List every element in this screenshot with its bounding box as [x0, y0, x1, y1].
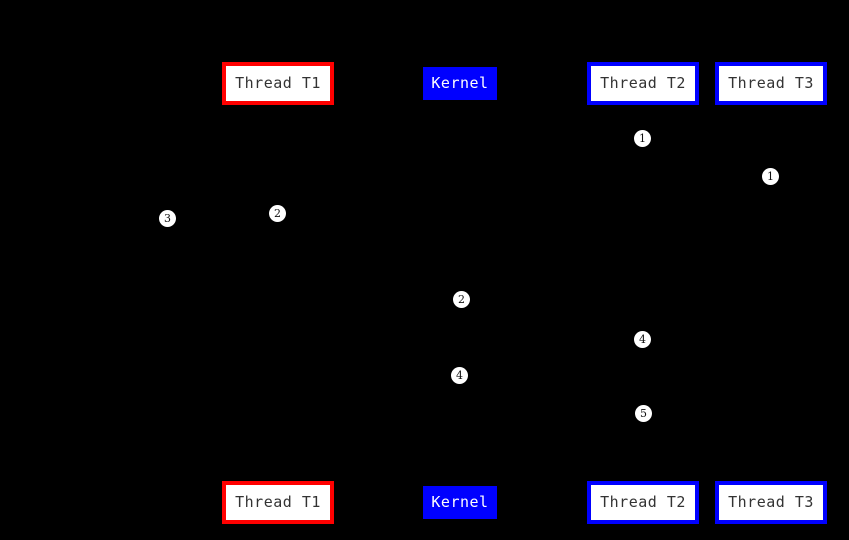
participant-footer-thread-t2[interactable]: Thread T2	[587, 481, 699, 524]
activation-thread-t3-a	[767, 166, 775, 206]
participant-label-thread-t1-footer: Thread T1	[235, 493, 321, 511]
activation-thread-t2-b	[639, 329, 647, 425]
step-badge: 1	[762, 168, 779, 185]
step-badge: 5	[635, 405, 652, 422]
message-kernel-to-t1-4	[460, 375, 640, 376]
lifeline-nub-kernel-top	[459, 100, 462, 105]
participant-footer-thread-t3[interactable]: Thread T3	[715, 481, 827, 524]
lifeline-nub-thread-t2-bottom	[642, 476, 645, 481]
message-t3-self-1	[771, 173, 802, 179]
message-t2-self-4	[643, 336, 674, 342]
message-t1-self-2	[278, 210, 309, 216]
activation-thread-t2-a	[639, 128, 647, 188]
activation-kernel-a	[456, 289, 464, 385]
message-t1-to-kernel-2	[278, 296, 459, 302]
message-t2-self-1	[643, 135, 674, 141]
participant-header-kernel[interactable]: Kernel	[423, 67, 497, 100]
step-badge: 2	[453, 291, 470, 308]
participant-label-kernel-footer: Kernel	[431, 493, 489, 511]
participant-label-thread-t3: Thread T3	[728, 74, 814, 92]
participant-footer-thread-t1[interactable]: Thread T1	[222, 481, 334, 524]
lifeline-thread-t2	[643, 110, 644, 481]
participant-label-thread-t2: Thread T2	[600, 74, 686, 92]
step-badge: 4	[451, 367, 468, 384]
lifeline-thread-t3	[771, 110, 772, 481]
participant-label-thread-t3-footer: Thread T3	[728, 493, 814, 511]
participant-header-thread-t1[interactable]: Thread T1	[222, 62, 334, 105]
step-badge: 4	[634, 331, 651, 348]
lifeline-nub-thread-t3-top	[770, 105, 773, 110]
participant-label-kernel: Kernel	[431, 74, 489, 92]
participant-header-thread-t2[interactable]: Thread T2	[587, 62, 699, 105]
activation-thread-t1-a	[274, 203, 282, 313]
step-badge: 1	[634, 130, 651, 147]
lifeline-nub-thread-t3-bottom	[770, 476, 773, 481]
participant-label-thread-t1: Thread T1	[235, 74, 321, 92]
participant-footer-kernel[interactable]: Kernel	[423, 486, 497, 519]
participant-label-thread-t2-footer: Thread T2	[600, 493, 686, 511]
lifeline-nub-thread-t1-bottom	[277, 476, 280, 481]
step-badge: 3	[159, 210, 176, 227]
lifeline-nub-thread-t2-top	[642, 105, 645, 110]
participant-header-thread-t3[interactable]: Thread T3	[715, 62, 827, 105]
lifeline-nub-thread-t1-top	[277, 105, 280, 110]
step-badge: 2	[269, 205, 286, 222]
message-t2-self-5	[643, 410, 674, 416]
lifeline-nub-kernel-bottom	[459, 481, 462, 486]
